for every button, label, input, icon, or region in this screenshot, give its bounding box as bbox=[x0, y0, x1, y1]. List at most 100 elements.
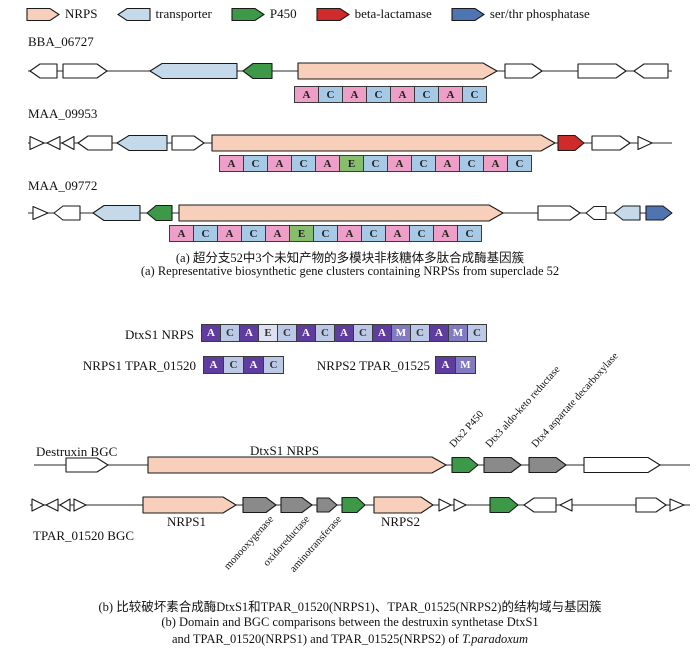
domain-C: C bbox=[411, 155, 436, 172]
gene-other bbox=[53, 205, 81, 221]
domain-A: A bbox=[334, 324, 354, 342]
domain-C: C bbox=[243, 155, 268, 172]
gene-p450 bbox=[451, 456, 479, 474]
track-svg bbox=[28, 62, 672, 80]
gene-other bbox=[559, 498, 573, 512]
legend-icon-shape-beta_lactamase bbox=[316, 7, 350, 21]
gene-other bbox=[669, 498, 685, 512]
gene-other bbox=[537, 205, 581, 221]
gene-other bbox=[73, 498, 87, 512]
domain-C: C bbox=[315, 324, 335, 342]
domain-A: A bbox=[372, 324, 392, 342]
tpar-bgc-label: TPAR_01520 BGC bbox=[33, 528, 135, 543]
gene-other bbox=[62, 63, 108, 79]
gene-other bbox=[77, 135, 113, 151]
domain-C: C bbox=[291, 155, 316, 172]
cluster-name-maa-09772: MAA_09772 bbox=[28, 178, 98, 193]
gene-other bbox=[504, 63, 543, 79]
domain-C: C bbox=[507, 155, 532, 172]
domain-C: C bbox=[457, 225, 482, 242]
domain-M: M bbox=[391, 324, 411, 342]
domain-A: A bbox=[243, 356, 264, 374]
gene-other bbox=[29, 135, 45, 151]
gene-track-bba-06727 bbox=[0, 54, 700, 88]
legend-label-beta_lactamase: beta-lactamase bbox=[354, 6, 432, 21]
gene-other bbox=[45, 498, 59, 512]
dtxs1-strip-label: DtxS1 NRPS bbox=[125, 327, 194, 342]
gene-p450 bbox=[341, 496, 366, 514]
legend-label-nrps: NRPS bbox=[65, 6, 98, 21]
gene-other bbox=[59, 498, 71, 512]
caption-b-english-2: and TPAR_01520(NRPS1) and TPAR_01525(NRP… bbox=[0, 632, 700, 647]
gene-phosphatase bbox=[645, 205, 673, 221]
domain-C: C bbox=[410, 324, 430, 342]
gene-other bbox=[31, 498, 45, 512]
domain-A: A bbox=[342, 86, 367, 103]
gene-other bbox=[453, 498, 467, 512]
gene-other bbox=[635, 497, 667, 513]
caption-b-chinese: (b) 比较破坏素合成酶DtxS1和TPAR_01520(NRPS1)、TPAR… bbox=[98, 600, 602, 614]
legend-icon-shape-nrps bbox=[26, 7, 60, 21]
gene-other bbox=[32, 205, 49, 221]
gene-p450 bbox=[242, 62, 273, 80]
domain-C: C bbox=[409, 225, 434, 242]
legend-icon-shape-transporter bbox=[116, 7, 151, 21]
dtxs1-nrps-gene-label: DtxS1 NRPS bbox=[250, 443, 319, 458]
nrps2-gene-label: NRPS2 bbox=[381, 514, 421, 529]
domain-C: C bbox=[353, 324, 373, 342]
legend-icon-p450 bbox=[231, 7, 265, 21]
nrps1-strip-label: NRPS1 TPAR_01520 bbox=[82, 358, 196, 373]
gene-transporter bbox=[92, 204, 141, 222]
nrps1-gene-label: NRPS1 bbox=[167, 514, 207, 529]
track-svg bbox=[34, 456, 690, 474]
gene-nrps bbox=[373, 496, 434, 514]
legend-icon-transporter bbox=[116, 7, 151, 21]
gene-p450 bbox=[146, 204, 173, 222]
gene-track-maa-09772 bbox=[0, 196, 700, 230]
track-svg bbox=[28, 134, 672, 152]
track-svg bbox=[30, 496, 690, 514]
gene-other bbox=[577, 63, 627, 79]
rotated-label-dtx3-aldo-keto-reductase: Dtx3 aldo-keto reductase bbox=[483, 364, 563, 450]
track-svg bbox=[28, 204, 673, 222]
domain-C: C bbox=[263, 356, 284, 374]
domain-E: E bbox=[258, 324, 278, 342]
caption-b-english-1: (b) Domain and BGC comparisons between t… bbox=[161, 615, 539, 629]
gene-other bbox=[61, 135, 75, 151]
cluster-name-bba-06727: BBA_06727 bbox=[28, 34, 94, 49]
legend-item-p450: P450 bbox=[231, 6, 297, 22]
domain-A: A bbox=[483, 155, 508, 172]
gene-transporter bbox=[613, 205, 641, 221]
destruxin-bgc-label: Destruxin BGC bbox=[36, 444, 118, 459]
gene-track-maa-09953 bbox=[0, 126, 700, 160]
gene-transporter bbox=[149, 62, 238, 80]
domain-A: A bbox=[337, 225, 362, 242]
gene-other bbox=[583, 456, 661, 474]
domain-C: C bbox=[361, 225, 386, 242]
rotated-label-dtx2-p450: Dtx2 P450 bbox=[447, 409, 487, 450]
caption-a-chinese: (a) 超分支52中3个未知产物的多模块非核糖体多肽合成酶基因簇 bbox=[175, 251, 525, 265]
domain-A: A bbox=[435, 155, 460, 172]
gene-other bbox=[46, 135, 61, 151]
gene-gray bbox=[280, 496, 313, 514]
domain-C: C bbox=[223, 356, 244, 374]
gene-beta_lactamase bbox=[557, 134, 585, 152]
gene-gray bbox=[242, 496, 277, 514]
domain-A: A bbox=[217, 225, 242, 242]
legend-icon-shape-p450 bbox=[231, 7, 265, 21]
domain-A: A bbox=[435, 356, 456, 374]
domain-C: C bbox=[193, 225, 218, 242]
gene-other bbox=[523, 497, 557, 513]
gene-p450 bbox=[489, 496, 519, 514]
legend-label-p450: P450 bbox=[269, 6, 297, 21]
domain-E: E bbox=[339, 155, 364, 172]
domain-M: M bbox=[455, 356, 476, 374]
domain-A: A bbox=[429, 324, 449, 342]
